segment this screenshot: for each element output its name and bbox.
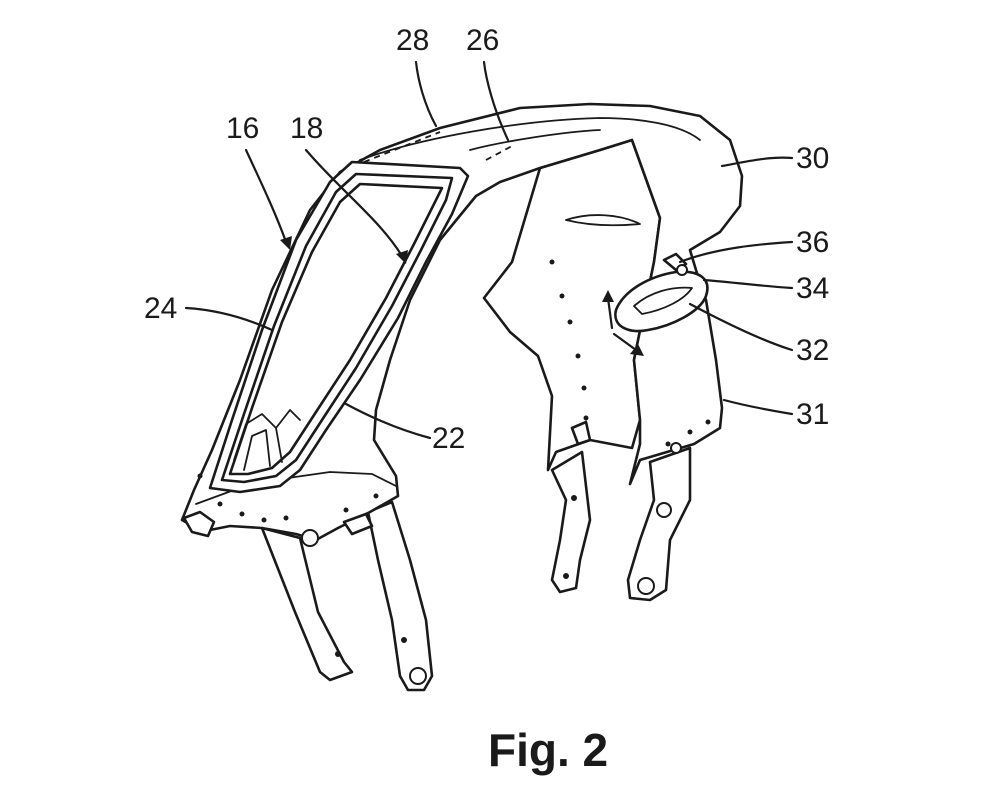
leg-mount-hole bbox=[656, 502, 672, 518]
leader-36 bbox=[678, 240, 794, 264]
leader-34 bbox=[702, 278, 794, 290]
panel-slot bbox=[565, 214, 641, 227]
label-28: 28 bbox=[396, 24, 429, 57]
shell-mount-hole bbox=[670, 442, 682, 454]
leader-24 bbox=[184, 306, 274, 332]
leader-26 bbox=[482, 60, 510, 142]
panel-lower-clip bbox=[570, 420, 592, 446]
right-outer-leg bbox=[626, 446, 692, 602]
label-22: 22 bbox=[432, 422, 465, 455]
roof-edge-line bbox=[359, 117, 701, 161]
left-support-legs bbox=[260, 500, 434, 692]
leader-lines bbox=[184, 60, 794, 440]
interior-seat-detail bbox=[243, 429, 271, 471]
window-assembly bbox=[208, 160, 470, 494]
arrowhead-up bbox=[602, 290, 614, 302]
leader-18 bbox=[304, 148, 404, 258]
label-31: 31 bbox=[796, 398, 829, 431]
roof-inner-ridge bbox=[469, 129, 601, 151]
leg-mount-hole bbox=[409, 667, 427, 685]
shell-front-lip bbox=[195, 471, 397, 505]
arrowhead-16 bbox=[280, 236, 292, 250]
shell-mount-hole bbox=[301, 529, 319, 547]
leg-rivet bbox=[563, 573, 569, 579]
front-bracket bbox=[182, 510, 216, 538]
leader-31 bbox=[722, 398, 794, 416]
label-36: 36 bbox=[796, 226, 829, 259]
interior-strap bbox=[275, 409, 301, 429]
latch-pin bbox=[676, 264, 688, 276]
arrowhead-18 bbox=[396, 250, 408, 264]
roof-section-line-28 bbox=[363, 131, 441, 163]
motion-arrow-up bbox=[606, 296, 614, 330]
leg-rivet bbox=[401, 637, 407, 643]
leg-rivet bbox=[571, 495, 577, 501]
latch-assembly bbox=[602, 252, 709, 356]
label-18: 18 bbox=[290, 112, 323, 145]
leg-rivet bbox=[335, 651, 341, 657]
leg-mount-hole bbox=[637, 577, 655, 595]
arrowhead-down bbox=[630, 344, 644, 356]
front-clip bbox=[342, 512, 374, 536]
label-32: 32 bbox=[796, 334, 829, 367]
reference-labels: 28 26 16 18 24 22 30 36 34 32 31 bbox=[144, 24, 829, 455]
label-26: 26 bbox=[466, 24, 499, 57]
label-34: 34 bbox=[796, 272, 829, 305]
shell-rivets bbox=[197, 419, 711, 523]
label-30: 30 bbox=[796, 142, 829, 175]
figure-caption: Fig. 2 bbox=[488, 724, 608, 776]
interior-seat-outline bbox=[233, 413, 283, 463]
leader-30 bbox=[720, 156, 794, 168]
leader-32 bbox=[688, 302, 794, 352]
label-24: 24 bbox=[144, 292, 177, 325]
left-outer-leg bbox=[260, 526, 354, 682]
roof-section-line-26 bbox=[485, 145, 513, 161]
leader-22 bbox=[344, 402, 432, 440]
window-glass bbox=[228, 182, 444, 476]
leader-28 bbox=[414, 60, 438, 128]
panel-rivets bbox=[549, 259, 589, 421]
left-inner-leg bbox=[366, 500, 434, 692]
leader-16 bbox=[244, 148, 288, 244]
label-16: 16 bbox=[226, 112, 259, 145]
handle-body-32 bbox=[614, 270, 709, 333]
handle-grip-34 bbox=[633, 286, 693, 315]
right-inner-leg bbox=[550, 450, 592, 594]
right-support-legs bbox=[550, 446, 692, 602]
motion-arrow-down bbox=[612, 332, 638, 352]
